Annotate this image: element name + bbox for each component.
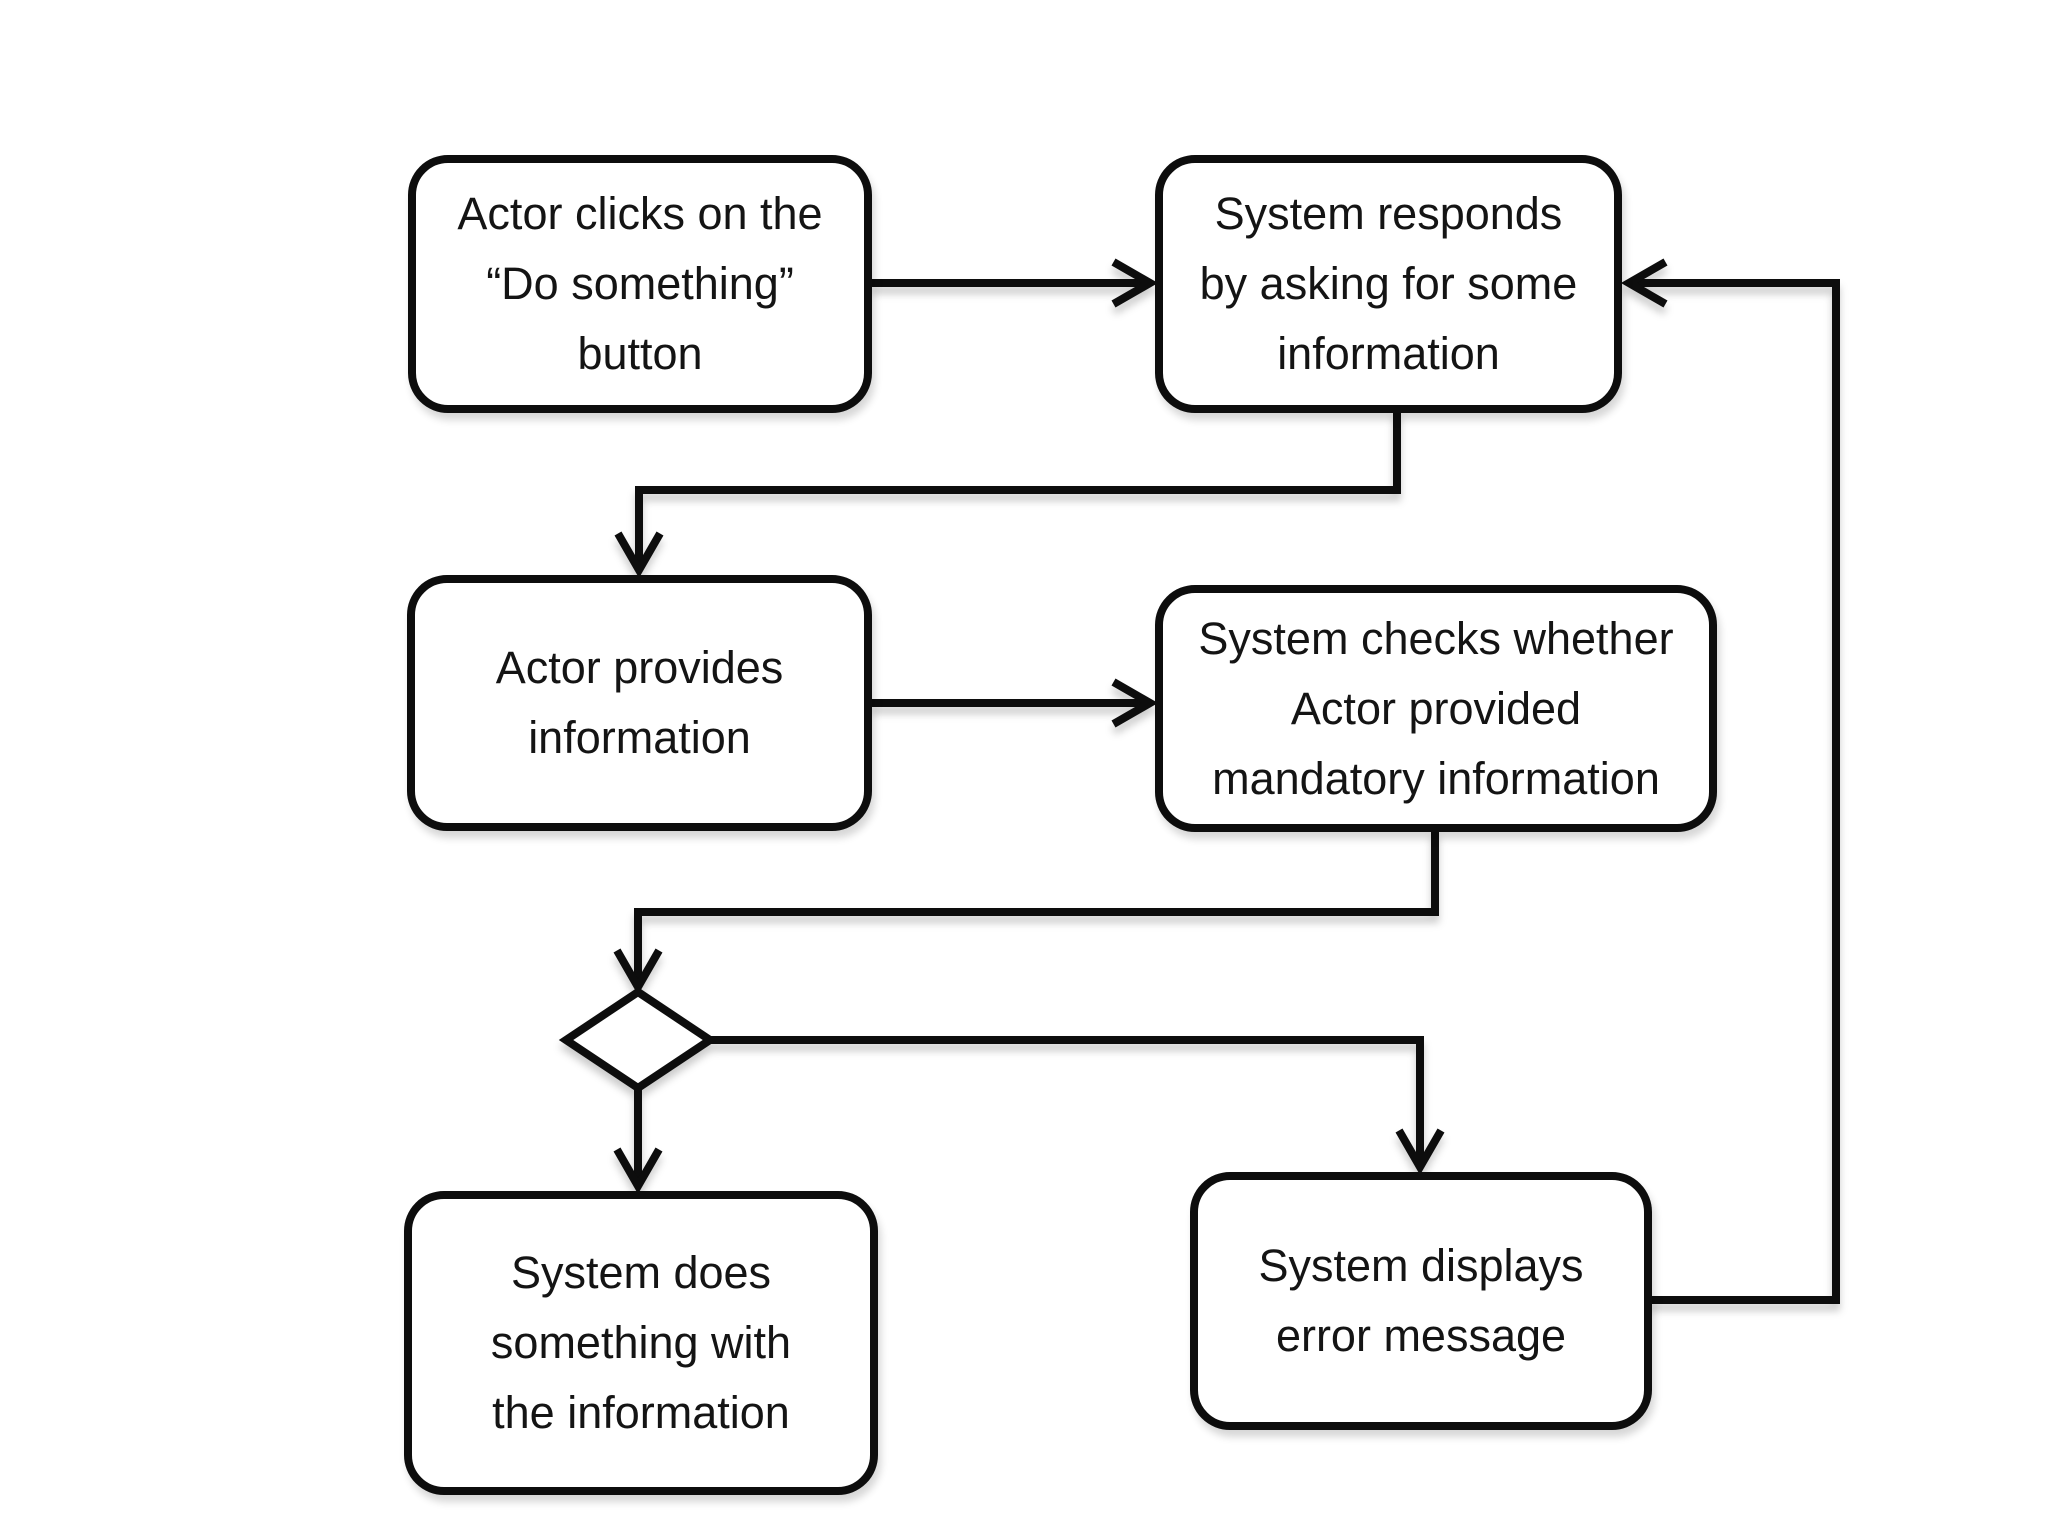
decision-diamond bbox=[558, 987, 718, 1093]
node-error-message: System displays error message bbox=[1190, 1172, 1652, 1430]
node-actor-clicks: Actor clicks on the “Do something” butto… bbox=[408, 155, 872, 413]
edge-error-message-to-system-responds bbox=[1632, 283, 1840, 1304]
node-system-checks: System checks whether Actor provided man… bbox=[1155, 585, 1717, 832]
node-actor-provides: Actor provides information bbox=[407, 575, 872, 831]
node-system-does: System does something with the informati… bbox=[404, 1191, 878, 1495]
edge-system-checks-to-decision bbox=[638, 830, 1439, 984]
edge-system-responds-to-actor-provides bbox=[639, 410, 1401, 567]
node-system-responds: System responds by asking for some infor… bbox=[1155, 155, 1622, 413]
edge-decision-to-error-message bbox=[709, 1036, 1420, 1164]
